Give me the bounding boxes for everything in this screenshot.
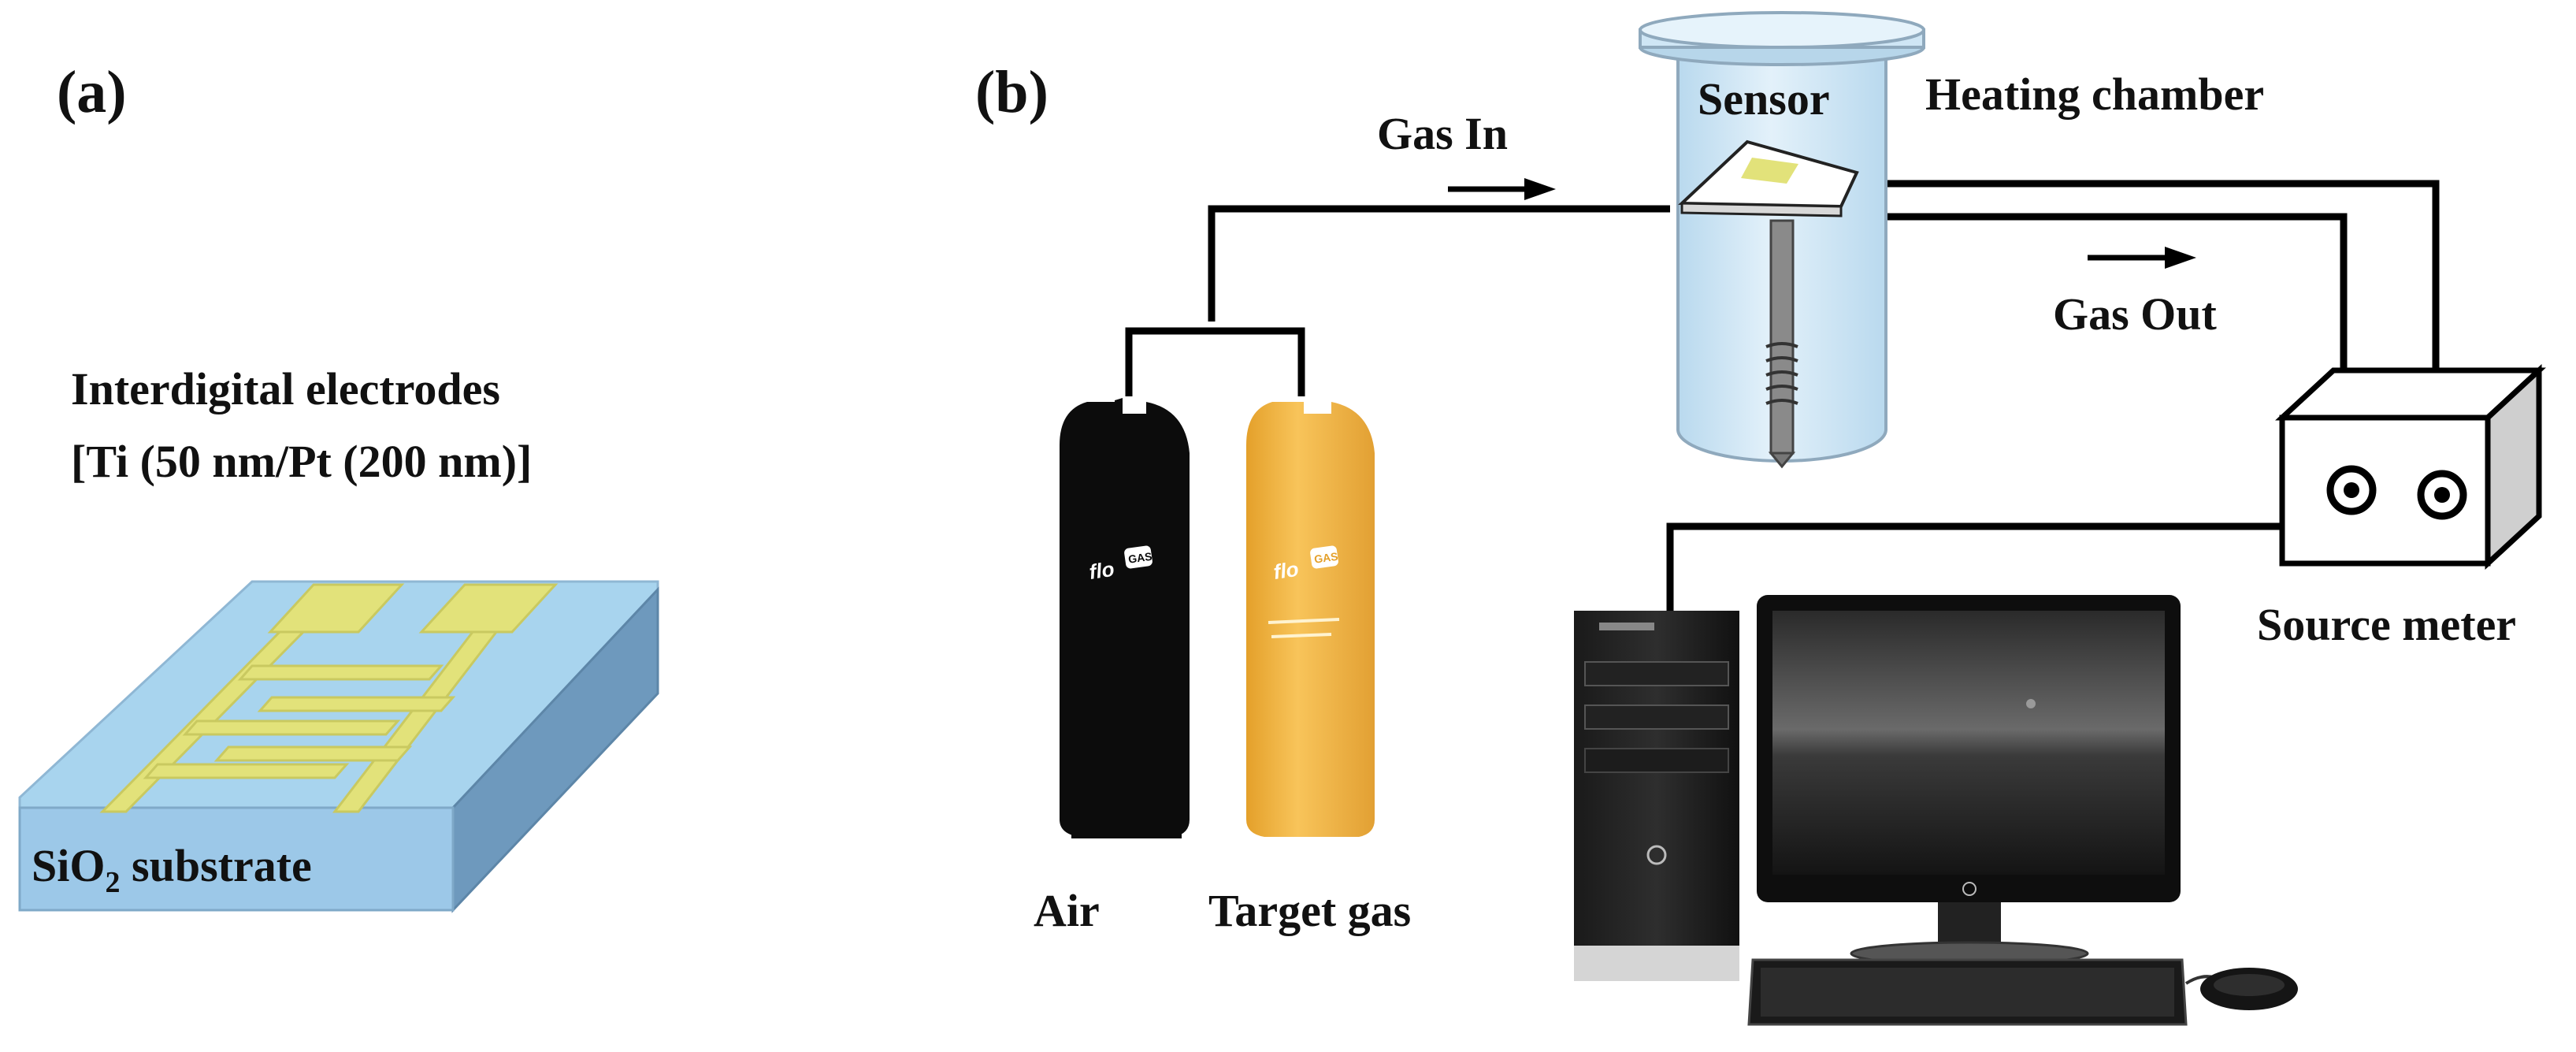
- electrode-finger-1: [237, 664, 444, 681]
- electrode-finger-4: [213, 745, 413, 762]
- mouse: [2184, 968, 2298, 1010]
- target-cylinder-badge-text: GAS: [1313, 550, 1338, 566]
- sensor-label: Sensor: [1698, 73, 1830, 125]
- tower-base: [1574, 946, 1739, 981]
- air-cylinder-badge-text: GAS: [1127, 550, 1153, 566]
- air-cylinder-brand: flo: [1088, 557, 1116, 584]
- target-cylinder-badge: [1310, 545, 1338, 569]
- target-cylinder-marking-2: [1271, 633, 1332, 638]
- tower-top-slot: [1599, 623, 1654, 630]
- computer-tower: [1574, 611, 1739, 981]
- heating-chamber: [1639, 11, 1925, 469]
- monitor-screen: [1772, 611, 2165, 875]
- hp-logo-icon-tower: [1646, 845, 1667, 865]
- monitor: [1757, 595, 2181, 966]
- hp-logo-icon-monitor: [1962, 882, 1977, 896]
- electrode-finger-3: [182, 719, 401, 736]
- drive-bay-2: [1584, 704, 1729, 730]
- target-cylinder: flo GAS: [1246, 402, 1375, 837]
- sensor-holder-rod: [1769, 219, 1795, 455]
- target-cylinder-brand: flo: [1272, 557, 1301, 584]
- substrate-label-suffix: substrate: [121, 840, 312, 891]
- target-cylinder-marking-1: [1268, 618, 1340, 624]
- gas-out-label: Gas Out: [2053, 288, 2218, 340]
- mouse-highlight: [2214, 974, 2285, 996]
- air-label: Air: [1034, 885, 1100, 936]
- electrode-caption-line2: [Ti (50 nm/Pt (200 nm)]: [71, 436, 532, 487]
- heater-coil: [1765, 342, 1798, 405]
- substrate-front-face: [18, 806, 455, 912]
- keyboard-keys: [1761, 968, 2174, 1017]
- electrode-caption-line1: Interdigital electrodes: [71, 363, 500, 414]
- sensor-pad: [1741, 158, 1798, 184]
- panel-a-label: (a): [57, 59, 127, 125]
- panel-b: (b) Gas In Gas Out: [975, 11, 2546, 1026]
- panel-b-label: (b): [975, 59, 1049, 125]
- gas-in-line: [1208, 205, 1670, 322]
- gas-in-label: Gas In: [1377, 108, 1508, 159]
- source-meter-terminal-left-core: [2344, 482, 2359, 498]
- hp-logo-icon-screen: [2026, 699, 2036, 708]
- gas-out-line: [1887, 213, 2348, 465]
- air-cylinder-badge: [1124, 545, 1153, 569]
- cylinder-manifold: [1125, 327, 1305, 396]
- air-cylinder: flo GAS: [1060, 398, 1190, 838]
- sensor-holder-tip: [1768, 452, 1796, 469]
- target-gas-label: Target gas: [1208, 885, 1411, 936]
- panel-a: (a) Interdigital electrodes [Ti (50 nm/P…: [18, 59, 659, 913]
- source-meter-terminal-right-core: [2434, 487, 2450, 503]
- substrate-label-prefix: SiO: [32, 840, 106, 891]
- air-cylinder-foot: [1071, 834, 1182, 838]
- keyboard: [1747, 958, 2188, 1026]
- interdigital-electrodes: [99, 583, 559, 813]
- drive-bay-3: [1584, 748, 1729, 773]
- gas-in-arrow: [1448, 178, 1556, 200]
- electrode-pad-right: [418, 583, 559, 634]
- source-meter: [2275, 364, 2546, 570]
- electrode-finger-2: [257, 696, 456, 712]
- electrode-finger-5: [143, 763, 350, 779]
- source-meter-label: Source meter: [2257, 599, 2516, 650]
- substrate-label-subscript: 2: [106, 866, 121, 899]
- sensor-plate-edge: [1680, 202, 1843, 217]
- electrode-pad-left: [267, 583, 405, 634]
- substrate-label: SiO2 substrate: [32, 840, 312, 899]
- gas-out-arrow: [2088, 247, 2196, 269]
- drive-bay-1: [1584, 661, 1729, 686]
- chamber-lid-top: [1639, 11, 1925, 49]
- air-cylinder-body: [1060, 402, 1190, 837]
- heating-chamber-label: Heating chamber: [1925, 69, 2264, 120]
